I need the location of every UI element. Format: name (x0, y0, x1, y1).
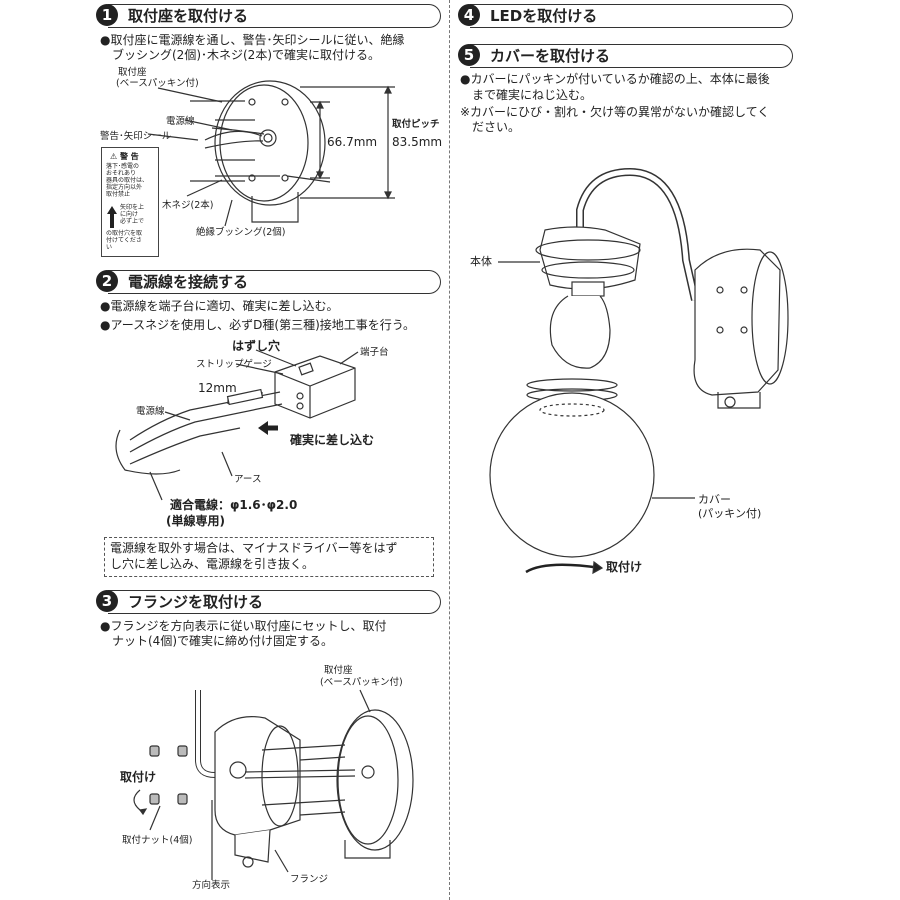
warning-line-5: 取付禁止 (106, 191, 131, 198)
cover-sub-label: (パッキン付) (698, 507, 762, 520)
step2-title: 電源線を接続する (128, 273, 249, 291)
attach-label-3: 取付け (120, 770, 157, 784)
warning-line-3: 器具の取付は、 (106, 177, 149, 184)
step1-text-2: ブッシング(2個)･木ネジ(2本)で確実に取付ける。 (100, 48, 380, 62)
wire-spec-label: 適合電線：φ1.6･φ2.0 (170, 498, 298, 512)
arrow-line-5: 付けてくださ (106, 237, 142, 244)
step2-note-2: し穴に差し込み、電源線を引き抜く。 (110, 557, 315, 571)
step5-text-2: まで確実にねじ込む。 (460, 88, 593, 102)
nut-label: 取付ナット(4個) (122, 835, 193, 846)
pitch-label: 取付ピッチ (392, 119, 440, 130)
step2-diagram (115, 349, 359, 501)
step3-header (108, 590, 441, 614)
warning-sticker-title: ⚠ 警 告 (110, 152, 139, 161)
step1-header (108, 4, 441, 28)
earth-label: アース (234, 474, 262, 485)
step2-note-box (104, 537, 434, 577)
wire-note-label: (単線専用) (166, 514, 225, 528)
step3-title: フランジを取付ける (128, 593, 264, 611)
arrow-line-6: い (106, 244, 113, 251)
step5-diagram (489, 167, 789, 575)
warning-line-4: 指定方向以外 (106, 184, 143, 191)
attach-label-5: 取付け (606, 560, 643, 574)
step5-text-1: ●カバーにパッキンが付いているか確認の上、本体に最後 (460, 72, 770, 86)
terminal-label: 端子台 (360, 347, 389, 358)
step1-diagram (147, 80, 395, 227)
step3-diagram (133, 689, 414, 880)
step2-text-2: ●アースネジを使用し、必ずD種(第三種)接地工事を行う。 (100, 318, 416, 332)
flange-label: フランジ (290, 874, 329, 885)
step5-text-3: ※カバーにひび・割れ・欠け等の異常がないか確認してく (460, 105, 770, 119)
arrow-line-3: 必ず上で (120, 218, 145, 225)
step4-number: 4 (458, 4, 480, 26)
warning-sticker: ⚠ 警 告 落下･感電の おそれあり 器具の取付は、 指定方向以外 取付禁止 矢… (101, 147, 159, 257)
step5-title: カバーを取付ける (490, 47, 611, 65)
mount-base-sub-label-2: (ベースパッキン付) (320, 677, 403, 688)
strip-length-label: 12mm (198, 381, 237, 395)
step2-note-1: 電源線を取外す場合は、マイナスドライバー等をはず (110, 541, 398, 555)
arrow-line-1: 矢印を上 (120, 204, 145, 211)
insert-label: 確実に差し込む (290, 433, 375, 447)
mount-base-label: 取付座 (118, 67, 147, 78)
step1-text-1: ●取付座に電源線を通し、警告･矢印シールに従い、絶縁 (100, 33, 405, 47)
step3-number: 3 (96, 590, 118, 612)
release-hole-label: はずし穴 (232, 339, 281, 353)
direction-label: 方向表示 (192, 880, 231, 891)
step5-number: 5 (458, 44, 480, 66)
step3-text-1: ●フランジを方向表示に従い取付座にセットし、取付 (100, 619, 387, 633)
step3-text-2: ナット(4個)で確実に締め付け固定する。 (100, 634, 333, 648)
power-wire-label: 電源線 (166, 116, 195, 127)
step4-header (470, 4, 793, 28)
mount-base-label-2: 取付座 (324, 665, 353, 676)
step5-text-4: ださい。 (460, 120, 521, 134)
column-divider (449, 0, 450, 900)
power-wire-label-2: 電源線 (136, 406, 165, 417)
warning-line-1: 落下･感電の (106, 163, 140, 170)
dim-66-label: 66.7mm (327, 135, 378, 149)
wood-screw-label: 木ネジ(2本) (162, 200, 214, 211)
step2-header (108, 270, 441, 294)
arrow-line-4: の取付穴を取 (106, 230, 143, 237)
warning-line-2: おそれあり (106, 170, 137, 177)
dim-83-label: 83.5mm (392, 135, 443, 149)
mount-base-sub-label: (ベースパッキン付) (116, 78, 199, 89)
step4-title: LEDを取付ける (490, 7, 598, 25)
step5-header (470, 44, 793, 68)
body-label: 本体 (470, 255, 492, 268)
bushing-label: 絶縁ブッシング(2個) (196, 227, 286, 238)
step1-number: 1 (96, 4, 118, 26)
warning-seal-label: 警告･矢印シール (100, 131, 172, 142)
step2-text-1: ●電源線を端子台に適切、確実に差し込む。 (100, 299, 339, 313)
step1-title: 取付座を取付ける (128, 7, 249, 25)
strip-gauge-label: ストリップゲージ (196, 359, 272, 370)
cover-label: カバー (698, 493, 731, 506)
step2-number: 2 (96, 270, 118, 292)
up-arrow-icon (107, 206, 117, 214)
up-arrow-stem (110, 214, 114, 228)
arrow-line-2: に向け (120, 211, 139, 218)
